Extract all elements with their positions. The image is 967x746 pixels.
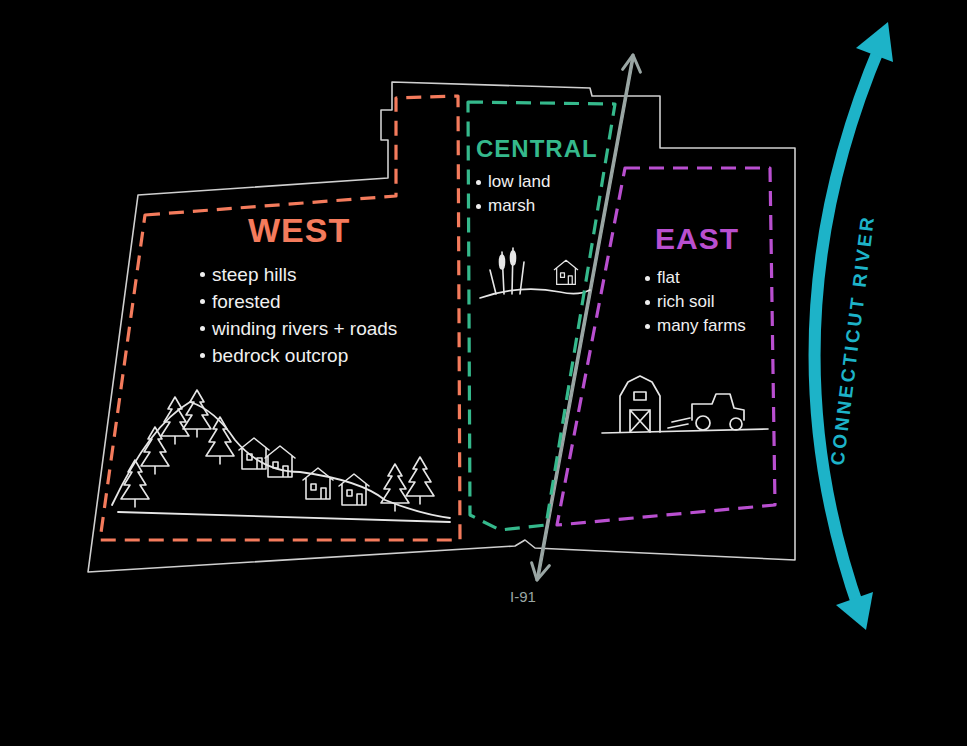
- town-outline: [88, 82, 795, 572]
- region-heading: WEST: [248, 212, 397, 249]
- region-text-group: EAST flat rich soil many farms: [645, 222, 746, 338]
- bullet-item: steep hills: [200, 261, 397, 288]
- marsh-illustration: [480, 248, 590, 298]
- bullet-item: bedrock outcrop: [200, 342, 397, 369]
- bullet-item: forested: [200, 288, 397, 315]
- bullet-text: forested: [212, 291, 281, 313]
- bullet-dot: [476, 180, 481, 185]
- bullet-item: low land: [476, 170, 598, 194]
- bullet-text: steep hills: [212, 264, 297, 286]
- farm-illustration: [602, 376, 768, 433]
- bullet-dot: [645, 300, 650, 305]
- bullet-item: many farms: [645, 314, 746, 338]
- bullet-text: marsh: [488, 196, 535, 216]
- east-region: EAST flat rich soil many farms: [553, 164, 779, 529]
- region-heading: CENTRAL: [476, 136, 598, 162]
- highway-label: I-91: [510, 588, 536, 605]
- bullet-text: rich soil: [657, 292, 715, 312]
- bullet-item: flat: [645, 266, 746, 290]
- region-text-group: WEST steep hills forested winding rivers + …: [200, 212, 397, 369]
- bullet-dot: [645, 324, 650, 329]
- region-heading: EAST: [655, 222, 746, 255]
- bullet-text: winding rivers + roads: [212, 318, 397, 340]
- bullet-dot: [200, 353, 205, 358]
- bullet-item: rich soil: [645, 290, 746, 314]
- river-label: CONNECTICUT RIVER: [827, 213, 880, 466]
- bullet-dot: [200, 299, 205, 304]
- dashed-outline-path: [100, 96, 460, 540]
- bullet-dot: [200, 326, 205, 331]
- bullet-item: marsh: [476, 194, 598, 218]
- bullet-item: winding rivers + roads: [200, 315, 397, 342]
- dashed-outline-path: [468, 102, 615, 530]
- west-hills-illustration: [112, 390, 450, 522]
- bullet-text: flat: [657, 268, 680, 288]
- highway-arrow: [532, 55, 641, 580]
- bullet-text: bedrock outcrop: [212, 345, 348, 367]
- dashed-outline: [553, 164, 779, 529]
- bullet-text: many farms: [657, 316, 746, 336]
- bullet-dot: [200, 272, 205, 277]
- river-arrow: [815, 22, 893, 630]
- dashed-outline-path: [557, 168, 775, 525]
- bullet-dot: [645, 276, 650, 281]
- region-text-group: CENTRAL low land marsh: [476, 136, 598, 218]
- bullet-dot: [476, 204, 481, 209]
- west-region: WEST steep hills forested winding rivers + …: [96, 92, 464, 544]
- bullet-text: low land: [488, 172, 550, 192]
